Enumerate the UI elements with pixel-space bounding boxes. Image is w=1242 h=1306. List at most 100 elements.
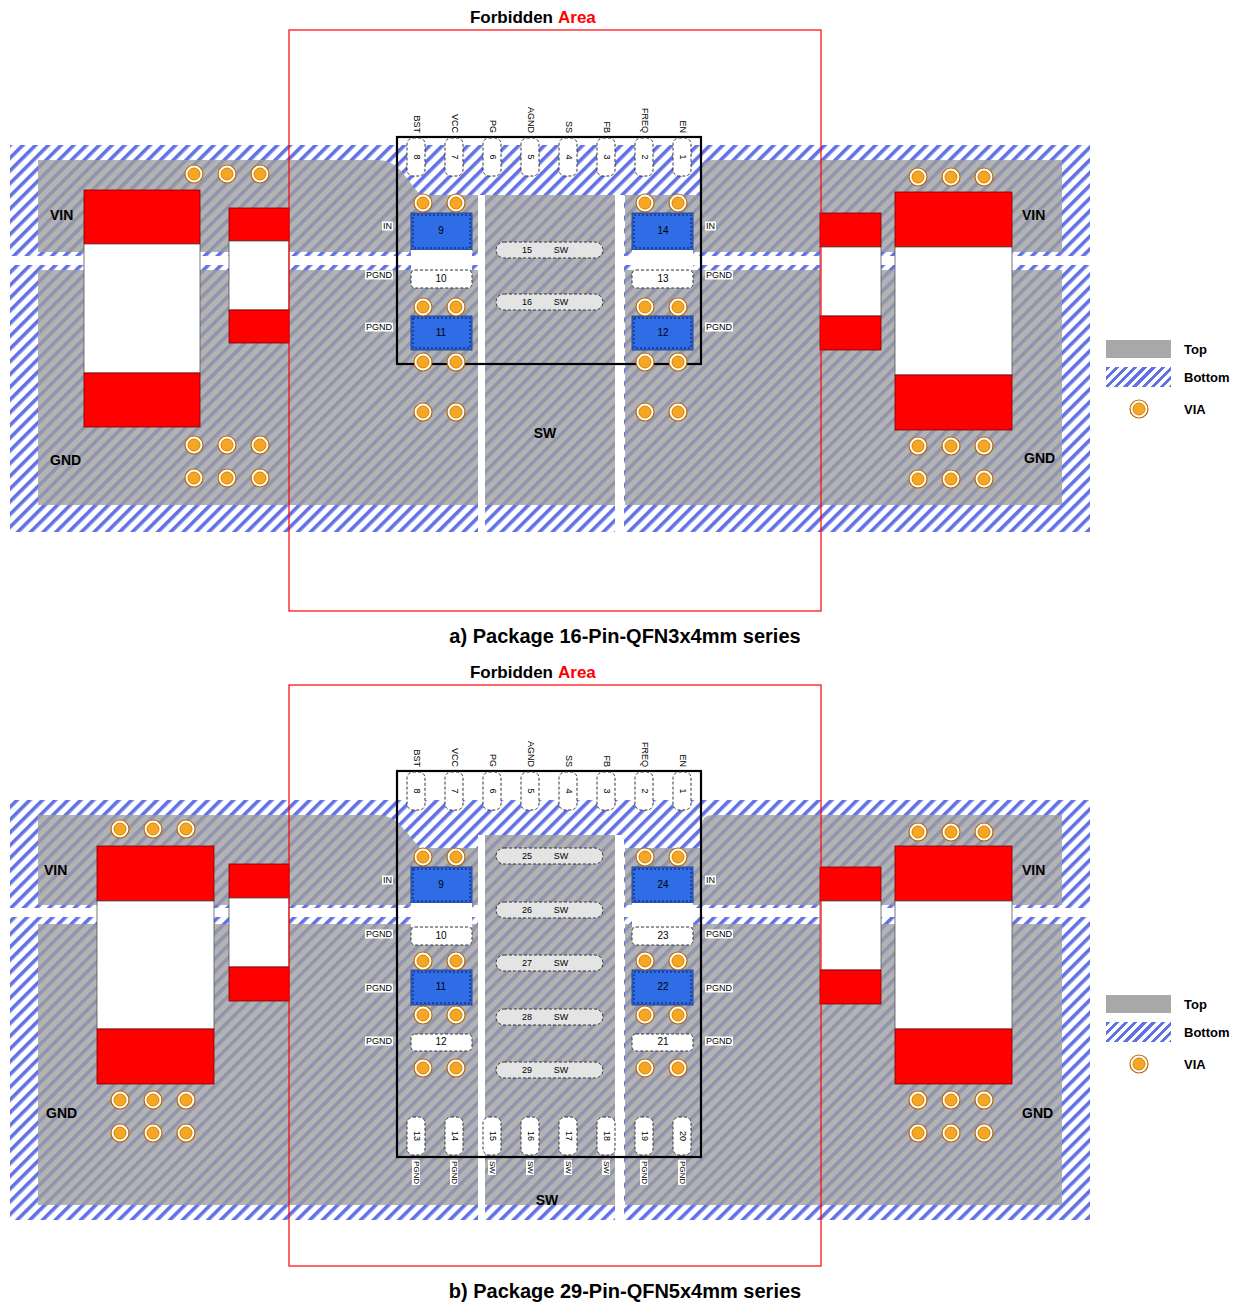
pin-number: 27 xyxy=(522,959,532,968)
via-hole xyxy=(450,356,462,368)
in-pgnd-pad xyxy=(411,213,472,250)
via-ring xyxy=(447,848,465,866)
via-ring xyxy=(975,1091,993,1109)
panel-caption: a) Package 16-Pin-QFN3x4mm series xyxy=(449,626,800,646)
area-title: Area xyxy=(558,9,596,26)
pin-pad xyxy=(559,1117,577,1155)
via-ring xyxy=(909,1091,927,1109)
via-hole xyxy=(639,356,651,368)
pin-number: 8 xyxy=(412,788,421,793)
net-label: GND xyxy=(1022,1106,1053,1120)
via-hole xyxy=(450,301,462,313)
via-ring xyxy=(669,848,687,866)
net-label: VIN xyxy=(50,208,73,222)
pin-number: 5 xyxy=(526,788,535,793)
via-ring xyxy=(447,1006,465,1024)
via-hole xyxy=(945,440,957,452)
pin-name: SW xyxy=(554,959,569,968)
legend-swatch xyxy=(1106,995,1171,1013)
via-hole xyxy=(188,439,200,451)
via-ring xyxy=(975,470,993,488)
capacitor-terminal xyxy=(820,316,881,350)
pin-number: 26 xyxy=(522,906,532,915)
via-hole xyxy=(945,1127,957,1139)
pin-number: 10 xyxy=(435,931,446,941)
via-ring xyxy=(942,168,960,186)
via-ring xyxy=(144,1124,162,1142)
pin-pad xyxy=(632,270,693,288)
capacitor-terminal xyxy=(820,970,881,1004)
via-hole xyxy=(417,356,429,368)
via-ring xyxy=(251,165,269,183)
via-hole xyxy=(945,1094,957,1106)
area-title: Forbidden xyxy=(470,664,553,681)
legend-label: VIA xyxy=(1184,403,1206,416)
via-hole xyxy=(180,1127,192,1139)
in-pgnd-pad xyxy=(632,213,693,250)
pin-number: 4 xyxy=(564,154,573,159)
via-hole xyxy=(114,1094,126,1106)
pin-pad xyxy=(521,138,539,176)
via-hole xyxy=(639,197,651,209)
pin-name: SW xyxy=(602,1160,610,1175)
in-pgnd-pad xyxy=(632,970,693,1005)
pin-number: 29 xyxy=(522,1066,532,1075)
sw-pad xyxy=(496,242,603,258)
forbidden-area-outline xyxy=(289,30,821,611)
pin-name: IN xyxy=(705,222,716,231)
via-ring xyxy=(909,470,927,488)
via-ring xyxy=(185,436,203,454)
area-title: Area xyxy=(558,664,596,681)
pin-number: 25 xyxy=(522,852,532,861)
vin-top-copper xyxy=(625,160,1062,252)
pin-name: SS xyxy=(564,754,573,768)
pin-pad xyxy=(407,1117,425,1155)
via-hole xyxy=(978,473,990,485)
via-hole xyxy=(417,1009,429,1021)
via-hole xyxy=(672,955,684,967)
via-hole xyxy=(639,1062,651,1074)
pin-pad xyxy=(411,270,472,288)
pin-pad xyxy=(407,138,425,176)
via-ring xyxy=(669,1059,687,1077)
pin-number: 8 xyxy=(412,154,421,159)
via-hole xyxy=(417,955,429,967)
via-ring xyxy=(942,1091,960,1109)
pin-number: 20 xyxy=(678,1131,687,1141)
via-hole xyxy=(912,1094,924,1106)
via-ring xyxy=(669,1006,687,1024)
via-ring xyxy=(447,403,465,421)
via-hole xyxy=(180,1094,192,1106)
pin-name: PGND xyxy=(450,1160,458,1185)
via-hole xyxy=(417,301,429,313)
pad-clearance xyxy=(411,903,472,927)
via-ring xyxy=(111,1124,129,1142)
net-label: GND xyxy=(1024,451,1055,465)
pin-number: 6 xyxy=(488,788,497,793)
capacitor-terminal xyxy=(895,846,1012,901)
capacitor-terminal xyxy=(895,192,1012,247)
via-ring xyxy=(414,298,432,316)
via-hole xyxy=(912,1127,924,1139)
capacitor-body xyxy=(820,901,881,970)
pin-name: PG xyxy=(488,119,497,134)
pin-name: SW xyxy=(554,906,569,915)
pin-name: FB xyxy=(602,754,611,768)
pin-name: PG xyxy=(488,753,497,768)
via-hole xyxy=(417,197,429,209)
via-hole xyxy=(147,1094,159,1106)
via-ring xyxy=(636,1006,654,1024)
pin-pad xyxy=(411,1034,472,1051)
capacitor-body xyxy=(97,901,214,1029)
pin-name: FB xyxy=(602,120,611,134)
via-hole xyxy=(672,406,684,418)
via-hole xyxy=(254,168,266,180)
via-hole xyxy=(978,440,990,452)
via-ring xyxy=(636,1059,654,1077)
capacitor-terminal xyxy=(820,867,881,901)
in-pgnd-pad xyxy=(411,316,472,350)
pin-pad xyxy=(521,772,539,810)
via-hole xyxy=(978,1127,990,1139)
via-ring xyxy=(942,470,960,488)
